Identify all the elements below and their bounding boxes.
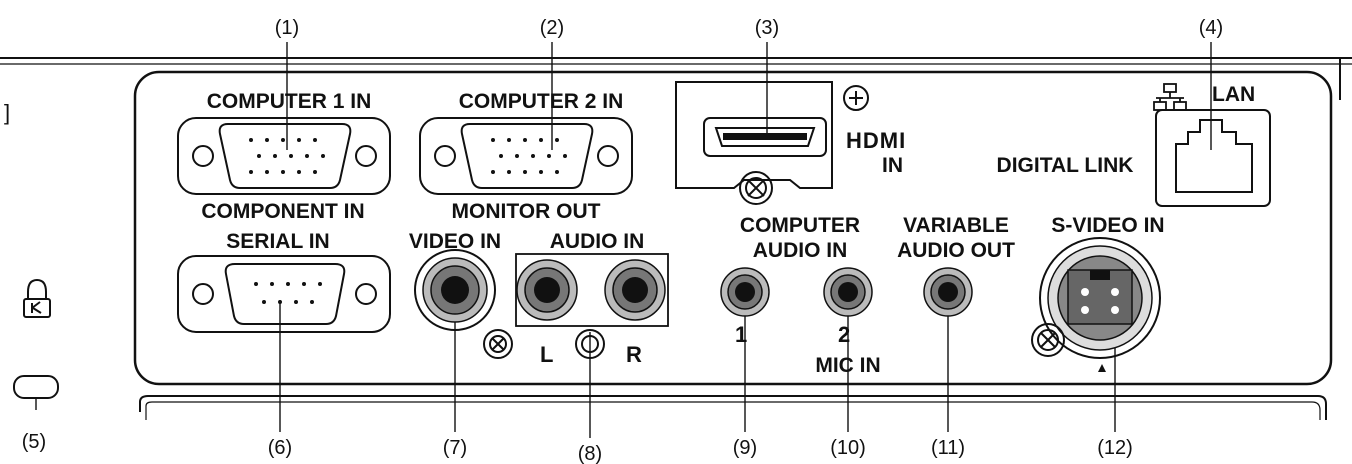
- callouts: (1) (2) (3) (4) (5) (6) (7) (8) (9) (10)…: [22, 17, 1223, 464]
- video-in-label: VIDEO IN: [409, 230, 501, 253]
- projector-body-outline: [0, 57, 1352, 420]
- callout-11: (11): [931, 437, 965, 459]
- computer-audio-in-label-2: AUDIO IN: [753, 239, 848, 262]
- triangle-marker-icon: [1098, 364, 1106, 372]
- callout-4: (4): [1199, 17, 1223, 39]
- computer2-pins: [491, 138, 567, 174]
- component-in-label: COMPONENT IN: [201, 200, 364, 223]
- callout-1: (1): [275, 17, 299, 39]
- serial-pins: [254, 282, 322, 304]
- jack-2-label: 2: [838, 322, 850, 347]
- callout-12: (12): [1097, 437, 1133, 459]
- audio-in-frame: [515, 253, 669, 327]
- hdmi-logo: HDMI: [846, 128, 906, 153]
- callout-10: (10): [830, 437, 866, 459]
- computer-audio-in-1-jack: [720, 267, 770, 317]
- hdmi-in-label: IN: [882, 154, 903, 177]
- s-video-screw: [1031, 323, 1065, 357]
- callout-5: (5): [22, 431, 46, 453]
- callout-9: (9): [733, 437, 757, 459]
- computer2-vga-port: [419, 117, 633, 195]
- digital-link-label: DIGITAL LINK: [997, 154, 1134, 177]
- serial-port: [177, 255, 391, 333]
- callout-3: (3): [755, 17, 779, 39]
- computer1-in-label: COMPUTER 1 IN: [207, 90, 372, 113]
- audio-in-l-jack: [516, 259, 578, 321]
- variable-audio-out-label-2: AUDIO OUT: [897, 239, 1015, 262]
- callout-6: (6): [268, 437, 292, 459]
- callout-7: (7): [443, 437, 467, 459]
- computer1-vga-port: [177, 117, 391, 195]
- computer-audio-in-label-1: COMPUTER: [740, 214, 860, 237]
- audio-in-r-jack: [604, 259, 666, 321]
- computer-audio-in-2-jack: [823, 267, 873, 317]
- computer2-in-label: COMPUTER 2 IN: [459, 90, 624, 113]
- variable-audio-out-jack: [923, 267, 973, 317]
- security-slot: [13, 375, 59, 399]
- video-in-jack: [414, 249, 496, 331]
- video-screw: [483, 329, 513, 359]
- audio-r-label: R: [626, 342, 642, 367]
- plus-circle-icon: [843, 85, 869, 111]
- callout-2: (2): [540, 17, 564, 39]
- monitor-out-label: MONITOR OUT: [452, 200, 601, 223]
- variable-audio-out-label-1: VARIABLE: [903, 214, 1009, 237]
- lan-port-frame: [1155, 109, 1271, 207]
- kensington-lock-icon: [23, 278, 51, 318]
- lan-port: [1175, 119, 1253, 193]
- hdmi-port-housing: [675, 81, 833, 189]
- hdmi-screw: [739, 171, 773, 205]
- audio-l-label: L: [540, 342, 553, 367]
- network-icon: [1153, 83, 1187, 111]
- computer1-pins: [249, 138, 325, 174]
- audio-in-label: AUDIO IN: [550, 230, 645, 253]
- callout-8: (8): [578, 443, 602, 464]
- jack-1-label: 1: [735, 322, 747, 347]
- mic-in-label: MIC IN: [815, 354, 880, 377]
- s-video-in-label: S-VIDEO IN: [1051, 214, 1164, 237]
- serial-in-label: SERIAL IN: [226, 230, 329, 253]
- s-video-in-port: [1039, 237, 1161, 359]
- lan-label: LAN: [1212, 83, 1255, 106]
- audio-screw: [575, 329, 605, 359]
- left-bracket: ]: [4, 100, 10, 125]
- connector-panel: [133, 70, 1333, 386]
